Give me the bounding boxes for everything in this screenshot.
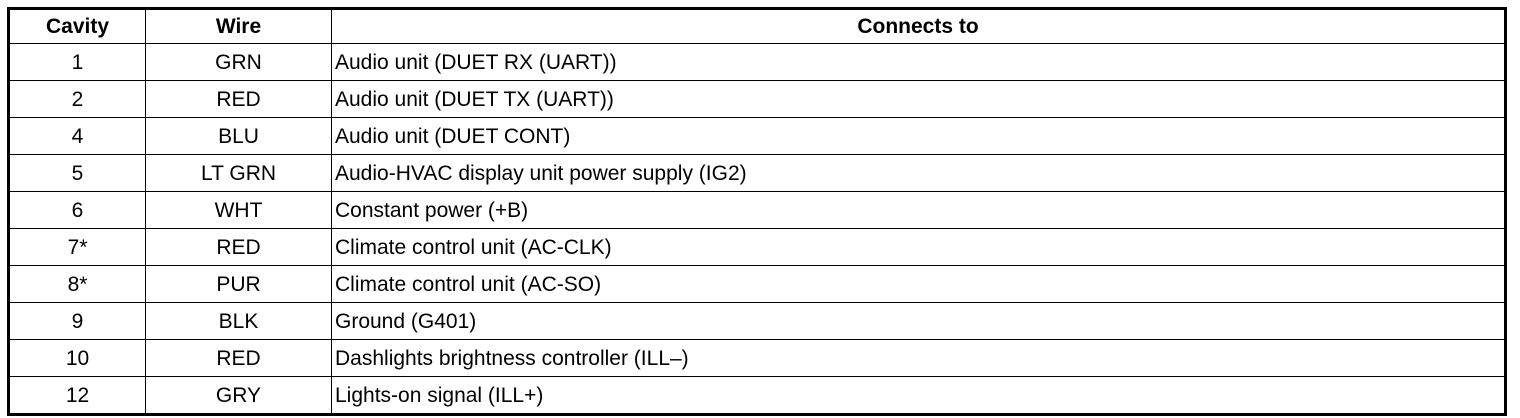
table-row: 8* PUR Climate control unit (AC-SO) xyxy=(8,265,1506,303)
connects-to-cell: Audio unit (DUET RX (UART)) xyxy=(331,43,1506,81)
connects-to-cell: Audio unit (DUET TX (UART)) xyxy=(331,80,1506,118)
wire-cell: LT GRN xyxy=(145,154,332,192)
connects-to-cell: Audio-HVAC display unit power supply (IG… xyxy=(331,154,1506,192)
header-cavity: Cavity xyxy=(8,8,146,44)
connector-pinout-table: Cavity Wire Connects to 1 GRN Audio unit… xyxy=(7,7,1507,416)
table-header-row: Cavity Wire Connects to xyxy=(8,8,1506,44)
table-row: 9 BLK Ground (G401) xyxy=(8,302,1506,340)
table-row: 1 GRN Audio unit (DUET RX (UART)) xyxy=(8,43,1506,81)
wire-cell: BLU xyxy=(145,117,332,155)
table-row: 6 WHT Constant power (+B) xyxy=(8,191,1506,229)
wire-cell: RED xyxy=(145,80,332,118)
table-row: 10 RED Dashlights brightness controller … xyxy=(8,339,1506,377)
wire-cell: RED xyxy=(145,228,332,266)
cavity-cell: 5 xyxy=(8,154,146,192)
cavity-cell: 8* xyxy=(8,265,146,303)
cavity-cell: 9 xyxy=(8,302,146,340)
table-row: 2 RED Audio unit (DUET TX (UART)) xyxy=(8,80,1506,118)
header-connects-to: Connects to xyxy=(331,8,1506,44)
wire-cell: BLK xyxy=(145,302,332,340)
connects-to-cell: Lights-on signal (ILL+) xyxy=(331,376,1506,415)
table-row: 12 GRY Lights-on signal (ILL+) xyxy=(8,376,1506,415)
wire-cell: WHT xyxy=(145,191,332,229)
cavity-cell: 4 xyxy=(8,117,146,155)
wire-cell: GRY xyxy=(145,376,332,415)
connects-to-cell: Climate control unit (AC-CLK) xyxy=(331,228,1506,266)
cavity-cell: 12 xyxy=(8,376,146,415)
table-row: 7* RED Climate control unit (AC-CLK) xyxy=(8,228,1506,266)
cavity-cell: 7* xyxy=(8,228,146,266)
cavity-cell: 1 xyxy=(8,43,146,81)
connects-to-cell: Ground (G401) xyxy=(331,302,1506,340)
cavity-cell: 10 xyxy=(8,339,146,377)
wire-cell: PUR xyxy=(145,265,332,303)
connects-to-cell: Constant power (+B) xyxy=(331,191,1506,229)
wire-cell: RED xyxy=(145,339,332,377)
table-row: 5 LT GRN Audio-HVAC display unit power s… xyxy=(8,154,1506,192)
cavity-cell: 2 xyxy=(8,80,146,118)
table-row: 4 BLU Audio unit (DUET CONT) xyxy=(8,117,1506,155)
connects-to-cell: Dashlights brightness controller (ILL–) xyxy=(331,339,1506,377)
header-wire: Wire xyxy=(145,8,332,44)
connects-to-cell: Audio unit (DUET CONT) xyxy=(331,117,1506,155)
connector-table-container: Cavity Wire Connects to 1 GRN Audio unit… xyxy=(7,7,1507,416)
wire-cell: GRN xyxy=(145,43,332,81)
connects-to-cell: Climate control unit (AC-SO) xyxy=(331,265,1506,303)
cavity-cell: 6 xyxy=(8,191,146,229)
